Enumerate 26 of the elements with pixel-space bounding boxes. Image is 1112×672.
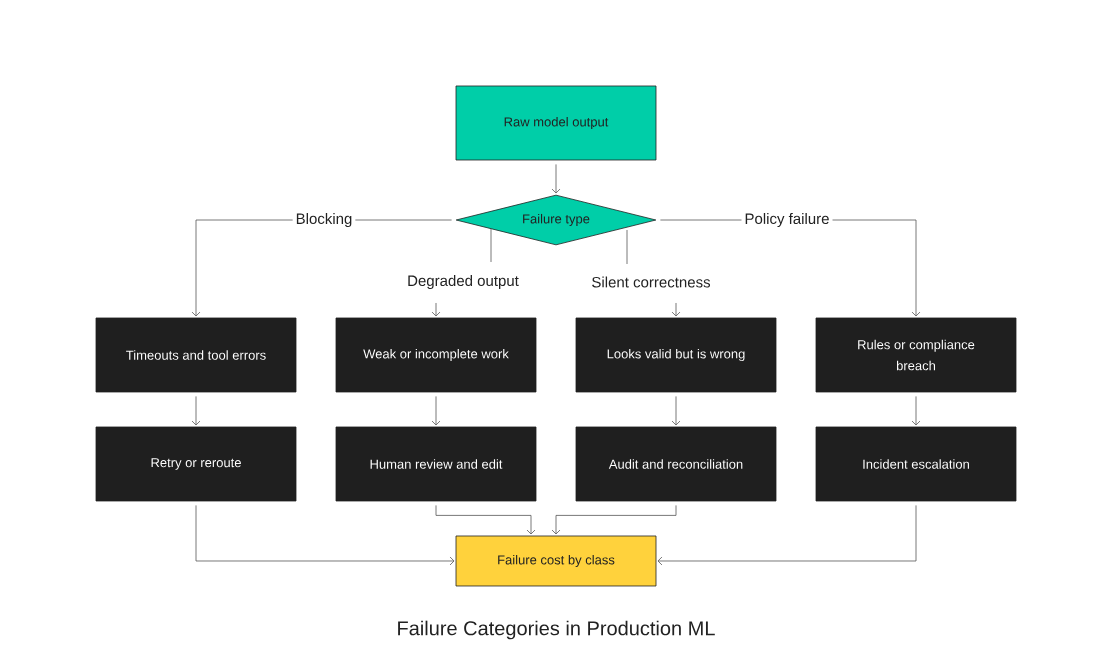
process-box: Incident escalation (815, 426, 1017, 502)
process-box: Rules or compliance breach (815, 317, 1017, 393)
arrow (671, 396, 681, 426)
arrow (191, 396, 201, 426)
arrow (431, 228, 492, 317)
result-box: Failure cost by class (455, 535, 657, 587)
arrow (626, 229, 681, 317)
arrow (657, 505, 917, 566)
process-box: Retry or reroute (95, 426, 297, 502)
process-box: Human review and edit (335, 426, 537, 502)
edge-label: Silent correctness (588, 273, 714, 291)
edge-label: Blocking (292, 210, 356, 230)
arrow (551, 164, 561, 194)
process-box: Audit and reconciliation (575, 426, 777, 502)
caption: Failure Categories in Production ML (398, 620, 715, 640)
arrow (431, 396, 441, 426)
edge-label: Degraded output (404, 272, 522, 292)
edge-label: Policy failure (741, 210, 833, 230)
arrow (435, 505, 536, 535)
process-box: Timeouts and tool errors (95, 317, 297, 393)
process-box: Weak or incomplete work (335, 317, 537, 393)
arrow (911, 396, 921, 426)
arrow (551, 505, 677, 535)
arrow (195, 505, 455, 566)
process-box: Looks valid but is wrong (575, 317, 777, 393)
process-box: Raw model output (455, 85, 657, 161)
